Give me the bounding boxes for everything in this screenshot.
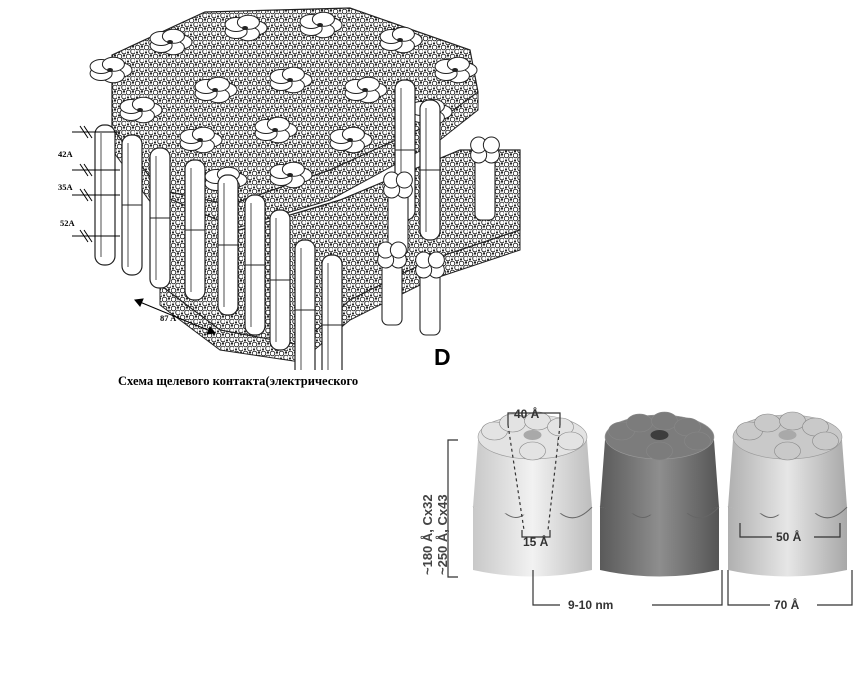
connexon-flower bbox=[119, 96, 163, 124]
width-angstrom-label: 70 Å bbox=[774, 597, 800, 612]
dim-label-35a: 35A bbox=[58, 182, 74, 192]
connexon-flower bbox=[269, 66, 313, 94]
connexon-flower bbox=[149, 28, 193, 56]
connexon-flower bbox=[344, 76, 388, 104]
dim-label-52a: 52A bbox=[60, 218, 76, 228]
connexon-models bbox=[472, 411, 848, 577]
connexon-flower bbox=[194, 76, 238, 104]
gap-junction-membrane-diagram: 42A 35A 52A 87 A bbox=[58, 7, 521, 370]
connexon-flower bbox=[329, 126, 373, 154]
connexon-flower bbox=[269, 161, 313, 189]
transmembrane-column bbox=[184, 159, 206, 301]
transmembrane-column bbox=[321, 254, 343, 370]
panel-letter: D bbox=[434, 344, 451, 370]
connexon-flower bbox=[379, 26, 423, 54]
small-connexon bbox=[377, 241, 407, 326]
transmembrane-column bbox=[149, 147, 171, 289]
dim-label-87a: 87 A bbox=[160, 313, 177, 323]
width-nm-label: 9-10 nm bbox=[568, 598, 613, 612]
small-connexon bbox=[470, 136, 500, 221]
transmembrane-column bbox=[294, 239, 316, 370]
connexon-flower bbox=[254, 116, 298, 144]
transmembrane-column bbox=[269, 209, 291, 351]
connexon-model bbox=[727, 411, 848, 577]
height-cx43-label: ~250 Å, Cx43 bbox=[435, 494, 450, 575]
transmembrane-columns bbox=[94, 79, 441, 370]
connexon-flower bbox=[299, 11, 343, 39]
connexon-flower bbox=[434, 56, 478, 84]
connexon-model bbox=[599, 411, 720, 577]
transmembrane-column bbox=[121, 134, 143, 276]
height-cx32-label: ~180 Å, Cx32 bbox=[420, 494, 435, 575]
connexon-model bbox=[472, 411, 593, 577]
connexon-dimension-lines bbox=[447, 412, 853, 606]
dimension-markers bbox=[72, 125, 216, 335]
transmembrane-column bbox=[419, 99, 441, 241]
small-connexon bbox=[415, 251, 445, 336]
connexon-flower bbox=[89, 56, 133, 84]
connexon-models-diagram: 40 Å 15 Å 9-10 nm 50 Å 70 Å ~180 Å, Cx32… bbox=[420, 406, 853, 612]
waist-label: 50 Å bbox=[776, 529, 802, 544]
transmembrane-column bbox=[217, 174, 239, 316]
isolated-connexons bbox=[377, 136, 500, 336]
figure-caption: Схема щелевого контакта(электрического bbox=[118, 374, 359, 388]
dim-label-42a: 42A bbox=[58, 149, 74, 159]
transmembrane-column bbox=[244, 194, 266, 336]
pore-bottom-label: 15 Å bbox=[523, 534, 549, 549]
connexon-flower bbox=[179, 126, 223, 154]
pore-top-label: 40 Å bbox=[514, 406, 540, 421]
connexon-flower bbox=[224, 14, 268, 42]
